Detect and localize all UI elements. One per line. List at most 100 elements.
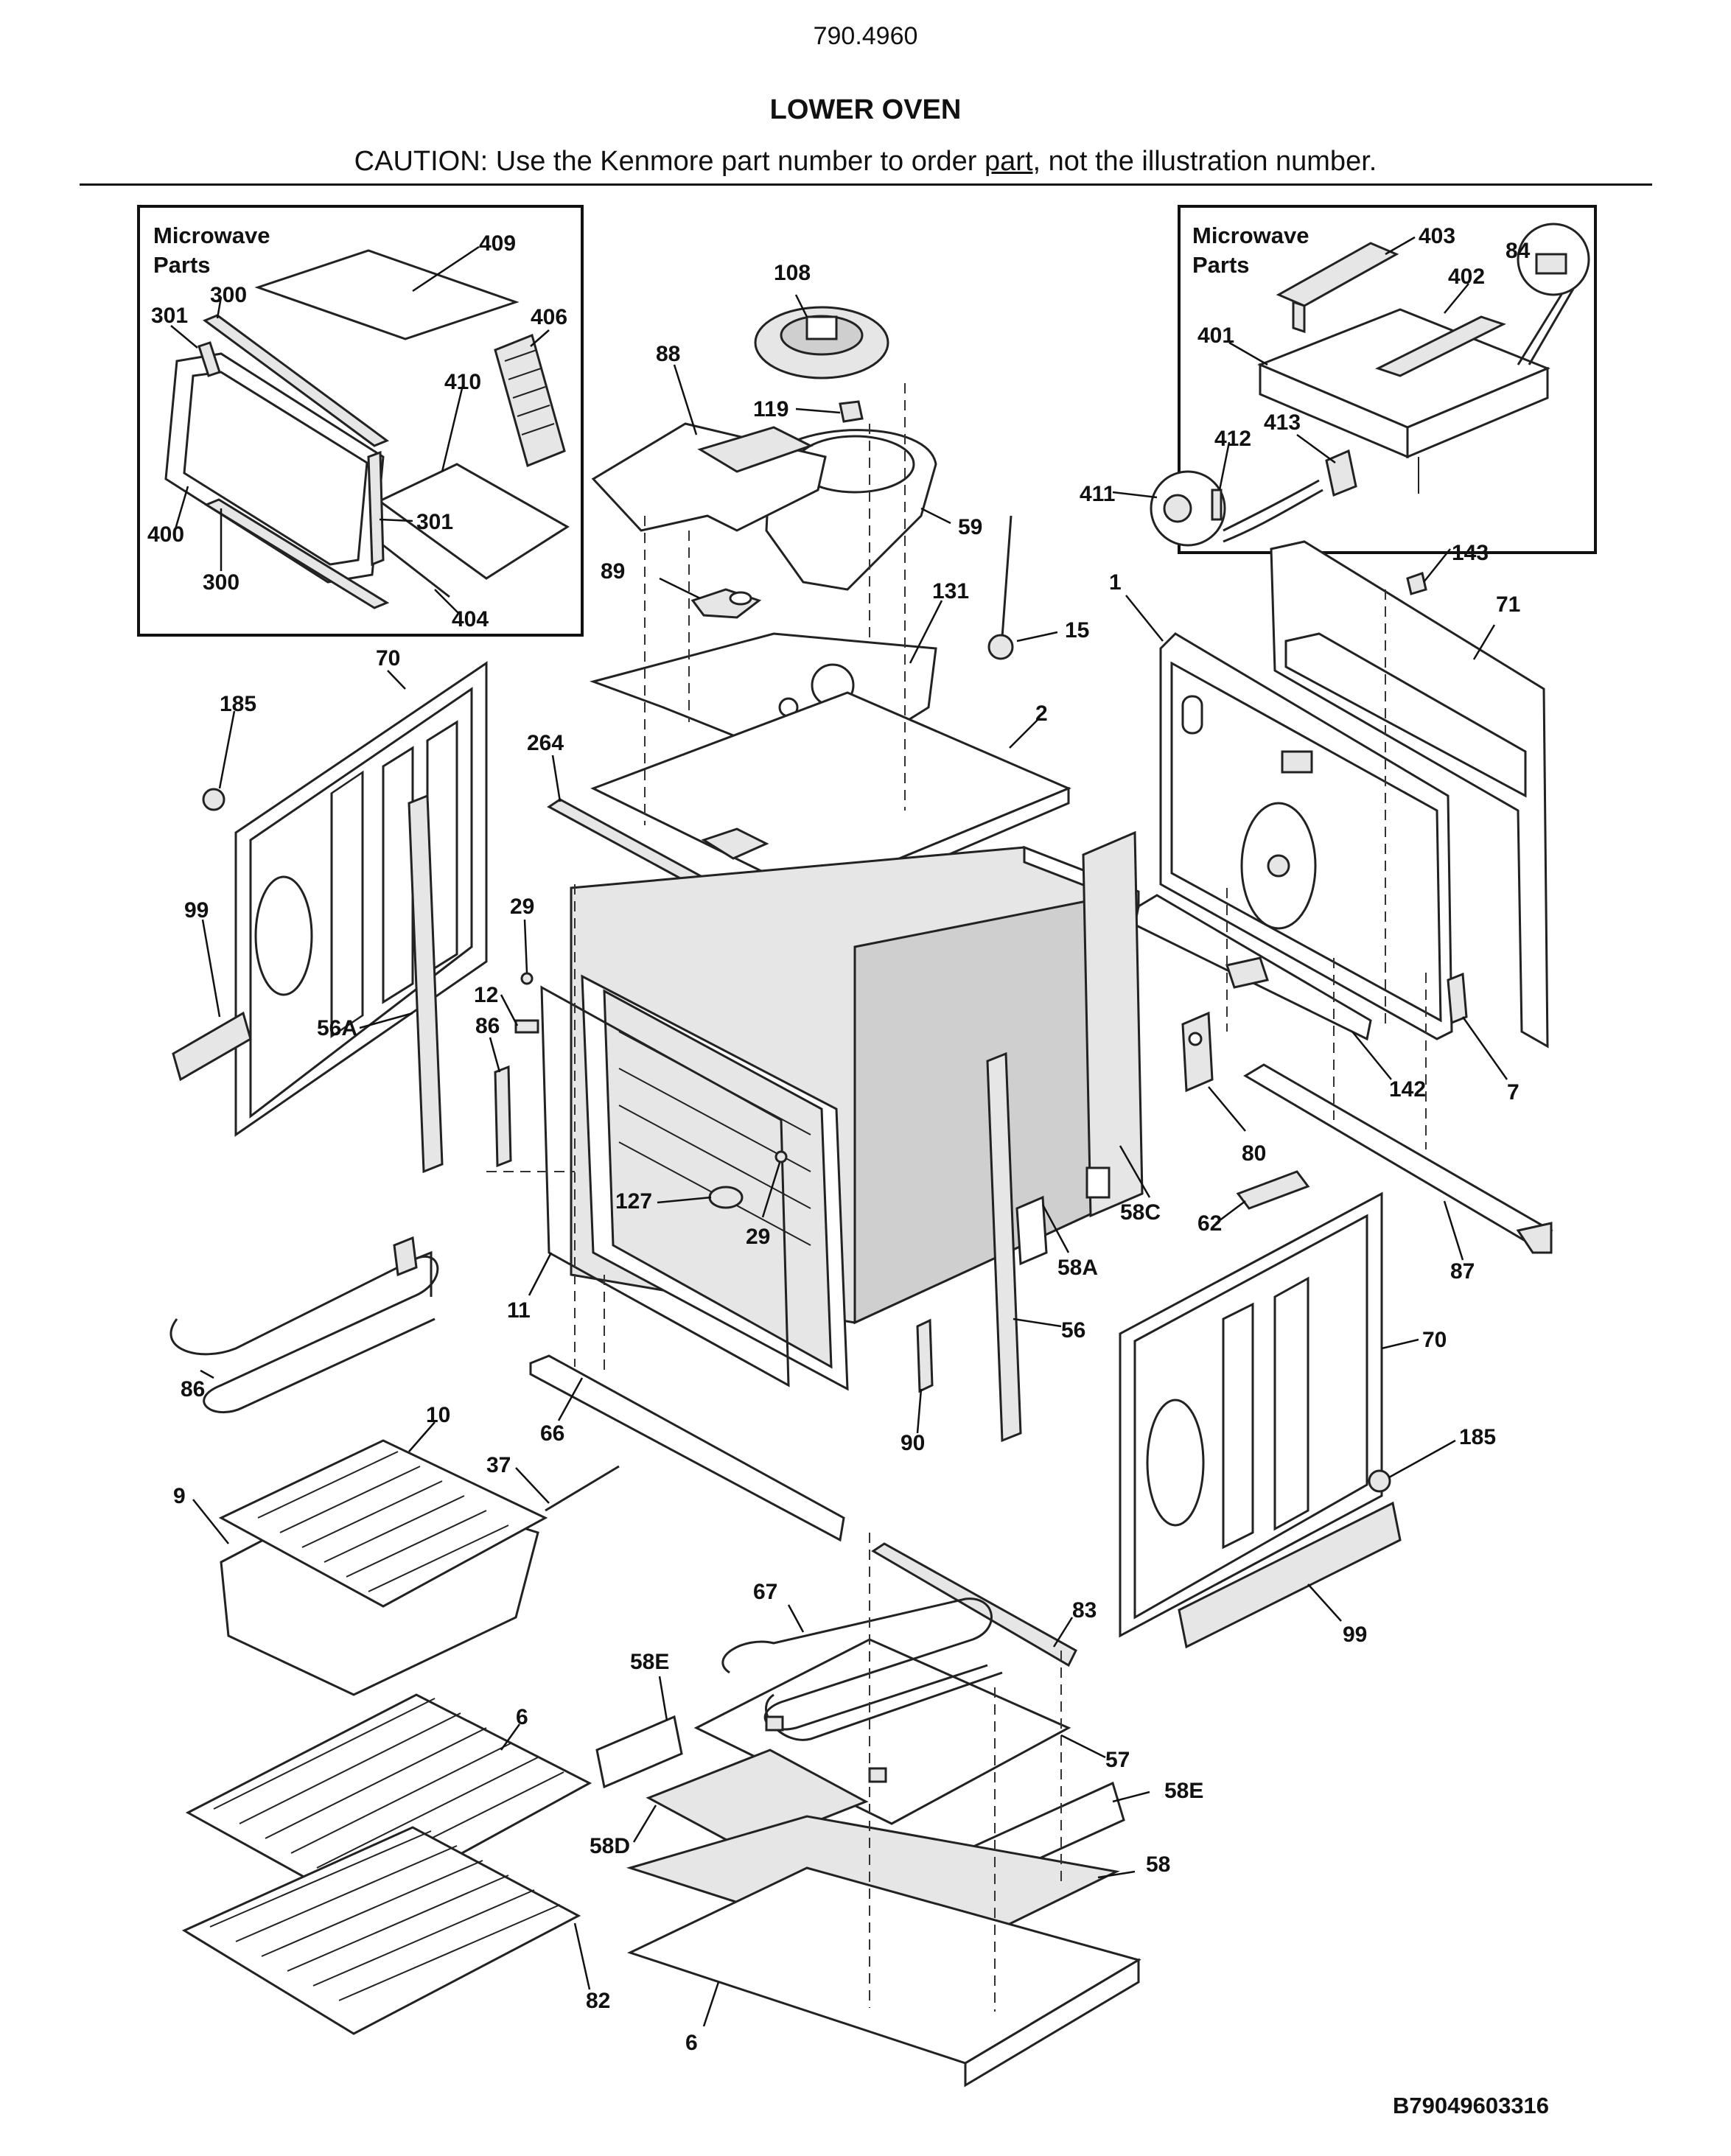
part-sensor-15 <box>987 634 1014 660</box>
callout-119: 119 <box>753 397 788 421</box>
part-fuse-412 <box>1211 489 1223 521</box>
part-bracket-83 <box>871 1542 1077 1667</box>
caution-text-end: , not the illustration number. <box>1032 146 1377 177</box>
callout-9: 9 <box>173 1484 186 1508</box>
part-clip-143 <box>1406 572 1427 595</box>
inset-frame <box>1178 205 1597 554</box>
callout-411: 411 <box>1080 482 1115 506</box>
part-fan-127 <box>708 1186 744 1209</box>
callout-29-upper: 29 <box>510 895 534 919</box>
callout-403: 403 <box>1419 224 1455 248</box>
callout-10: 10 <box>426 1403 450 1427</box>
callout-87: 87 <box>1450 1259 1475 1284</box>
inset-title-line2: Parts <box>1192 252 1250 278</box>
inset-microwave-left: Microwave Parts 409 300 301 <box>137 205 584 637</box>
part-insulation-58D <box>646 1749 869 1851</box>
callout-82: 6 <box>685 2031 698 2055</box>
callout-409: 409 <box>479 231 516 256</box>
callout-90: 66 <box>540 1421 564 1446</box>
callout-56A: 56A <box>317 1016 357 1040</box>
callout-99-left: 99 <box>184 898 209 923</box>
callout-86-right: 90 <box>901 1431 925 1455</box>
callout-83: 83 <box>1072 1598 1097 1623</box>
callout-15: 15 <box>1065 618 1089 643</box>
callout-29-lower: 29 <box>746 1225 770 1249</box>
part-microwave-vent <box>494 333 566 468</box>
inset-frame <box>137 205 584 637</box>
inset-title-line1: Microwave <box>153 223 270 248</box>
callout-127: 127 <box>615 1189 652 1214</box>
part-strip-56A <box>408 794 444 1174</box>
callout-413: 413 <box>1264 410 1301 435</box>
part-thermostat-411 <box>1163 494 1192 523</box>
part-trim-90 <box>529 1354 845 1542</box>
callout-37: 37 <box>486 1453 511 1477</box>
part-bracket-7 <box>1447 972 1468 1025</box>
callout-88: 88 <box>656 342 680 366</box>
callout-301-left: 301 <box>151 304 188 328</box>
inset-title-line1: Microwave <box>1192 223 1309 248</box>
callout-11: 11 <box>507 1298 531 1323</box>
part-grommet-185-right <box>1368 1469 1391 1493</box>
callout-59: 59 <box>958 515 982 539</box>
part-insulation-58E-left <box>595 1715 683 1789</box>
callout-300-top: 300 <box>210 283 247 307</box>
group-back-panel: 1 143 71 7 142 80 62 87 <box>1109 540 1553 1284</box>
callout-58A: 58A <box>1057 1256 1098 1280</box>
callout-402: 402 <box>1448 265 1485 289</box>
part-bracket-99-right <box>1178 1501 1402 1649</box>
part-door-rail-bottom <box>203 498 390 609</box>
group-left-side-panel: 70 185 99 56A <box>172 646 488 1174</box>
group-oven-racks: 6 82 <box>181 1693 610 2035</box>
callout-58: 58 <box>1146 1852 1170 1877</box>
document-id: B79049603316 <box>1393 2093 1550 2118</box>
callout-56: 56 <box>1061 1318 1085 1343</box>
part-grommet-185-left <box>202 788 225 811</box>
part-bracket-99-left <box>172 1011 252 1082</box>
callout-412: 412 <box>1214 427 1251 451</box>
callout-185-left: 185 <box>220 692 256 716</box>
callout-410: 410 <box>444 370 481 394</box>
callout-58E-right: 58E <box>1164 1779 1203 1803</box>
callout-264: 264 <box>527 731 564 755</box>
callout-67: 67 <box>753 1580 777 1604</box>
group-right-side-panel: 70 185 99 <box>1119 1191 1496 1649</box>
callout-301-right: 301 <box>416 510 453 534</box>
callout-84: 84 <box>1506 239 1531 263</box>
part-microwave-top-panel <box>254 249 520 340</box>
model-number: 790.4960 <box>813 22 918 50</box>
part-insulation-58C <box>1082 830 1144 1218</box>
caution-note: CAUTION: Use the Kenmore part number to … <box>0 146 1731 178</box>
group-top-assembly: 108 88 119 59 89 131 15 2 264 <box>527 261 1089 967</box>
part-terminal-block-62 <box>1236 1170 1310 1210</box>
caution-underlined-word: part <box>985 146 1033 177</box>
callout-1: 1 <box>1109 570 1122 595</box>
part-bracket-413 <box>1325 449 1357 497</box>
callout-131: 131 <box>932 579 969 603</box>
callout-406: 406 <box>531 305 567 329</box>
part-bracket-119 <box>839 400 864 423</box>
callout-7: 7 <box>1507 1080 1520 1105</box>
callout-6-upper: 6 <box>516 1705 528 1729</box>
part-strip-56 <box>986 1051 1022 1443</box>
callout-62: 62 <box>1197 1211 1222 1236</box>
group-broil-and-pan: 86 10 37 9 <box>169 1236 620 1696</box>
part-screw-29-lower <box>774 1150 788 1163</box>
callout-6-lower: 82 <box>586 1989 610 2013</box>
callout-66: 86 <box>181 1377 205 1401</box>
callout-142: 142 <box>1389 1077 1426 1102</box>
part-broil-element-66 <box>169 1255 439 1414</box>
callout-300-bottom: 300 <box>203 570 239 595</box>
callout-89: 89 <box>601 559 625 584</box>
part-screw-29-upper <box>520 972 534 985</box>
callout-58D: 58D <box>590 1834 630 1858</box>
callout-99-right: 99 <box>1343 1623 1367 1647</box>
part-broil-grid-10 <box>218 1439 548 1608</box>
callout-108: 108 <box>774 261 811 285</box>
callout-86-left: 86 <box>475 1014 500 1038</box>
callout-143: 143 <box>1452 541 1489 565</box>
part-door-strip-left <box>197 341 221 377</box>
part-door-strip-right <box>367 450 385 567</box>
part-bracket-403 <box>1276 242 1399 307</box>
